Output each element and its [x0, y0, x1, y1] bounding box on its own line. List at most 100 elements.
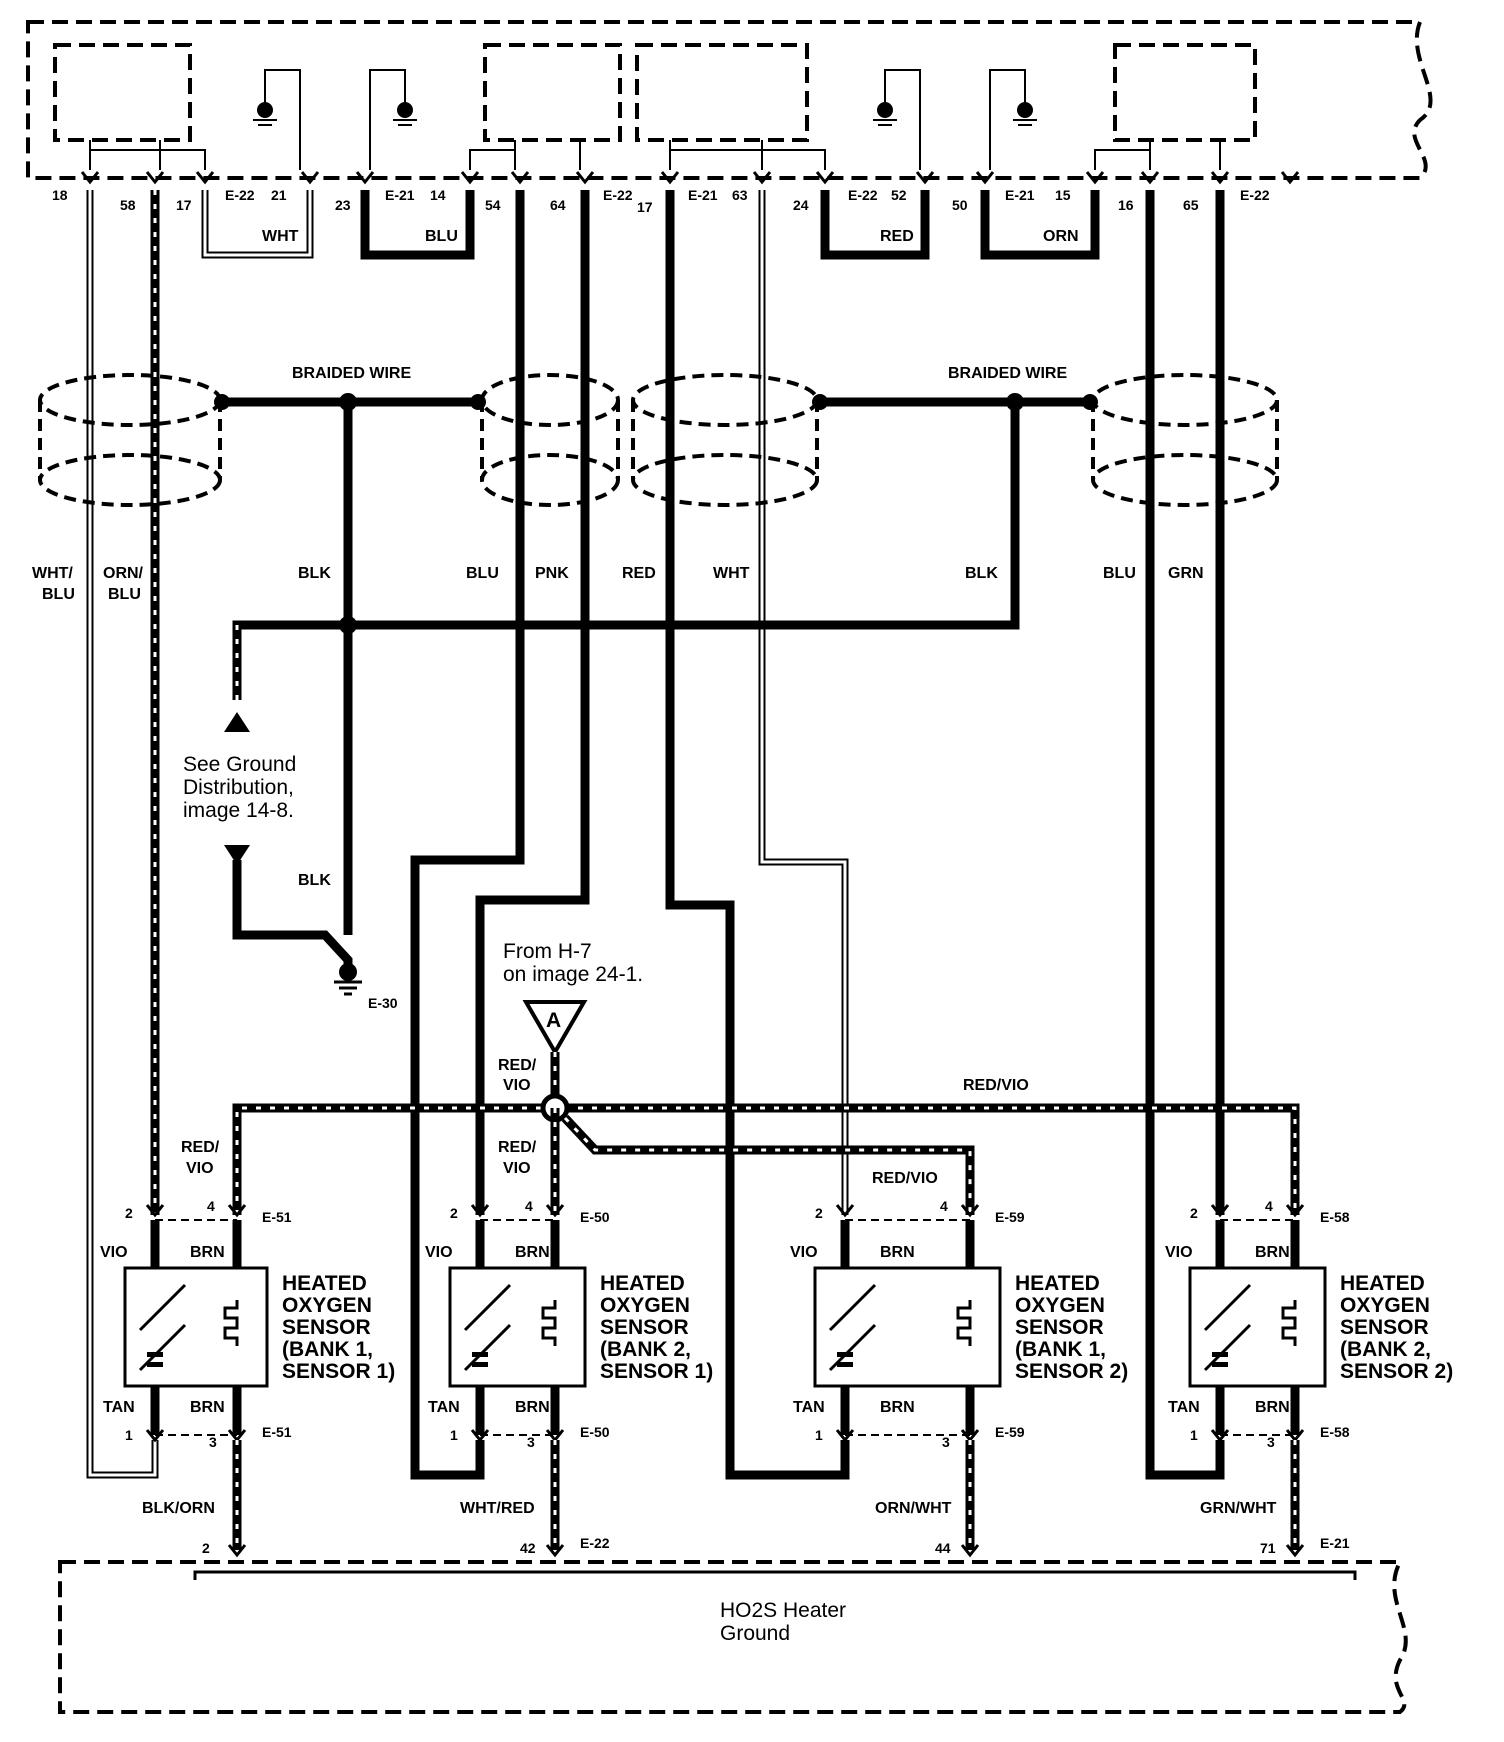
wire-color-label: ORN/WHT: [875, 1500, 952, 1517]
sensor-name-line: SENSOR: [1015, 1316, 1104, 1339]
internal-box-1: [53, 43, 192, 142]
pin-arrow-icon: [545, 1204, 565, 1218]
connector-label: E-51: [262, 1424, 292, 1440]
pin-arrow-icon: [355, 171, 375, 185]
sensor-name-line: (BANK 1,: [282, 1338, 373, 1361]
connector-label: E-50: [580, 1209, 610, 1225]
sensor-name-line: SENSOR: [1340, 1316, 1429, 1339]
wire-color-label: RED: [622, 565, 656, 582]
pin-arrow-icon: [227, 1204, 247, 1218]
pin-label: 44: [935, 1540, 951, 1556]
connector-label: E-21: [688, 187, 718, 203]
connector-label: E-21: [1005, 187, 1035, 203]
red-vio-label: RED/: [498, 1139, 537, 1156]
pin-label: 4: [1265, 1198, 1273, 1214]
red-vio-label: RED/VIO: [872, 1170, 938, 1187]
pin-label: 3: [209, 1434, 217, 1450]
red-vio-label: RED/: [498, 1057, 537, 1074]
wire-blu-54: [410, 190, 525, 1480]
wire-pnk-64: [475, 190, 590, 1215]
sensor-name-line: OXYGEN: [1015, 1294, 1105, 1317]
wire-color-label: WHT/: [32, 565, 73, 582]
sensor-name-line: (BANK 2,: [1340, 1338, 1431, 1361]
wire-color-label: WHT/RED: [460, 1500, 535, 1517]
top-pin-labels: 18 58 17 E-22 21 23 E-21 14 54 64 E-22 1…: [52, 187, 1270, 215]
top-pin-arrows: [80, 171, 1300, 185]
pin-label: 16: [1118, 197, 1134, 213]
from-note-line2: on image 24-1.: [503, 963, 643, 986]
pin-arrow-icon: [975, 171, 995, 185]
pin-label: 52: [891, 187, 907, 203]
connector-label: E-51: [262, 1209, 292, 1225]
sensor-name-line: HEATED: [600, 1272, 685, 1295]
pin-arrow-icon: [1210, 1429, 1230, 1443]
pin-label: 4: [207, 1198, 215, 1214]
blk-lower-label: BLK: [298, 872, 331, 889]
wire-color-label: BLU: [466, 565, 499, 582]
sensor-name-line: HEATED: [1340, 1272, 1425, 1295]
ground-note-line2: Distribution,: [183, 776, 294, 799]
sensor-body: [813, 1266, 1002, 1388]
wire-color-label: BLK: [965, 565, 998, 582]
pin-arrow-icon: [1285, 1204, 1305, 1218]
pin-label: 3: [1267, 1434, 1275, 1450]
wire-color-label: BRN: [1255, 1244, 1290, 1261]
heater-element-icon: [541, 1300, 557, 1346]
pin-label: 2: [1190, 1205, 1198, 1221]
pin-arrow-icon: [960, 1544, 980, 1558]
ground-connector-label: E-30: [368, 995, 398, 1011]
jumper-label-orn: ORN: [1043, 228, 1079, 245]
pin-arrow-icon: [835, 1204, 855, 1218]
arrow-up-icon: [224, 712, 250, 732]
pin-label: 1: [815, 1427, 823, 1443]
connector-label: E-21: [1320, 1535, 1350, 1551]
sensor-name-line: SENSOR 1): [282, 1360, 395, 1383]
heater-ground-bracket: [193, 1570, 1357, 1580]
pin-arrow-icon: [1085, 171, 1105, 185]
red-vio-label: VIO: [503, 1160, 531, 1177]
braided-wire-label-right: BRAIDED WIRE: [948, 365, 1067, 382]
pin-arrow-icon: [545, 1544, 565, 1558]
pin-arrow-icon: [80, 171, 100, 185]
heater-element-icon: [956, 1300, 972, 1346]
wire-color-label: BRN: [1255, 1399, 1290, 1416]
braid-cylinder-1: [38, 373, 222, 507]
braid-cylinder-3: [631, 373, 819, 507]
heater-element-icon: [223, 1300, 239, 1346]
pin-label: 2: [815, 1205, 823, 1221]
pin-arrow-icon: [575, 171, 595, 185]
from-note-line1: From H-7: [503, 940, 592, 963]
wire-color-labels: WHT/ BLU ORN/ BLU BLK BLU PNK RED WHT BL…: [32, 565, 1204, 603]
connector-label: E-22: [1240, 187, 1270, 203]
connector-label: E-58: [1320, 1209, 1350, 1225]
pin-label: 2: [202, 1540, 210, 1556]
bottom-module-outline: [58, 1560, 1408, 1714]
jumper-loops: [201, 190, 1100, 260]
wire-color-label: VIO: [425, 1244, 453, 1261]
pin-label: 4: [525, 1198, 533, 1214]
wire-color-label: TAN: [1168, 1399, 1200, 1416]
pin-arrow-icon: [470, 1429, 490, 1443]
wire-color-label: BRN: [880, 1399, 915, 1416]
connector-label: E-50: [580, 1424, 610, 1440]
sensor-name-line: SENSOR 2): [1015, 1360, 1128, 1383]
wire-color-label: BLK: [298, 565, 331, 582]
pin-label: 18: [52, 187, 68, 203]
pin-arrow-icon: [815, 171, 835, 185]
wire-color-label: WHT: [713, 565, 750, 582]
sensor-name-line: OXYGEN: [282, 1294, 372, 1317]
wire-color-label: TAN: [428, 1399, 460, 1416]
braid-cylinder-2: [480, 373, 620, 507]
connector-a-icon: [522, 1000, 588, 1056]
braid-drain-wires: [214, 393, 1098, 935]
connector-label: E-21: [385, 187, 415, 203]
ground-reference-arrows: [224, 712, 353, 965]
connector-label: E-58: [1320, 1424, 1350, 1440]
pin-arrow-icon: [510, 171, 530, 185]
red-vio-label: VIO: [186, 1160, 214, 1177]
pin-arrow-icon: [195, 171, 215, 185]
red-vio-label: RED/VIO: [963, 1077, 1029, 1094]
pin-arrow-icon: [660, 171, 680, 185]
connector-label: E-22: [848, 187, 878, 203]
